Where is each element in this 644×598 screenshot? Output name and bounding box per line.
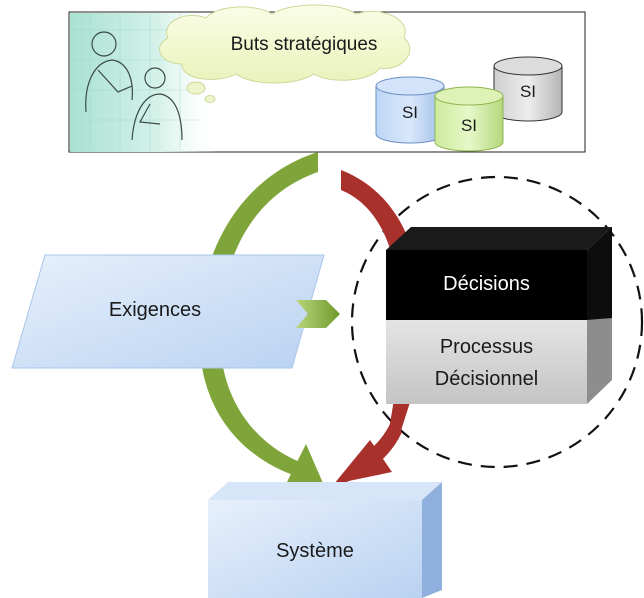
top-panel [68,4,586,153]
database-cylinder-gray [493,56,563,122]
system-box-top-face [208,482,442,500]
decision-block [386,227,612,404]
decisions-label: Décisions [443,273,530,295]
system-box [208,482,442,598]
strategic-goals-label: Buts stratégiques [230,34,378,55]
si-label-gray: SI [519,82,537,101]
red-arrow-head [334,440,392,484]
person-sketch-icon [85,31,183,141]
system-box-side-face [422,482,442,598]
decision-block-top-face [386,227,612,250]
green-curved-arrow [199,152,326,490]
database-cylinder-green [434,86,504,152]
decisions-panel [386,250,587,320]
green-arrow-head [284,444,326,490]
si-label-green: SI [460,116,478,135]
chevron-arrow-icon [296,300,340,328]
process-panel [386,320,587,404]
process-label-line1: Processus [439,336,534,358]
illustration-grid [72,14,200,150]
system-label: Système [276,540,354,562]
focus-dashed-circle [350,175,644,469]
requirements-shape [11,254,325,369]
requirements-label: Exigences [108,299,202,321]
system-box-front-face [208,500,422,598]
thought-bubble [159,4,411,103]
process-label-line2: Décisionnel [434,368,539,390]
si-label-blue: SI [401,103,419,122]
